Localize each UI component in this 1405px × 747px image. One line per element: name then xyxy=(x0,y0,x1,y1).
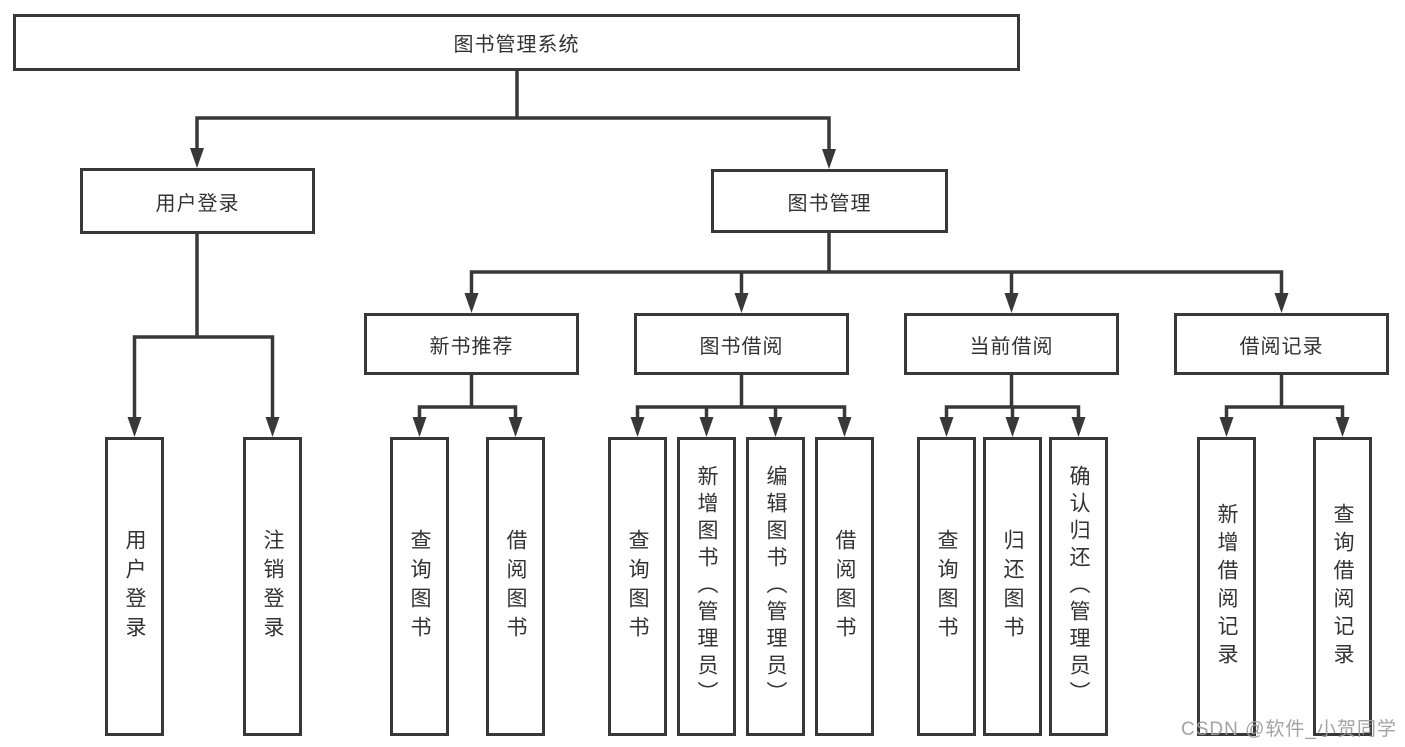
node-root-label: 图书管理系统 xyxy=(453,34,580,56)
node-leaf-user-login: 用户登录 xyxy=(105,437,164,736)
node-leaf-borrow-add-book: 新增图书（管理员） xyxy=(677,437,736,736)
node-book-borrow: 图书借阅 xyxy=(634,313,849,375)
node-leaf-borrow-book-label: 借阅图书 xyxy=(833,528,856,645)
node-current-borrow-label: 当前借阅 xyxy=(969,335,1054,358)
node-leaf-logout: 注销登录 xyxy=(243,437,302,736)
node-root: 图书管理系统 xyxy=(13,14,1020,71)
node-leaf-current-query-label: 查询图书 xyxy=(935,528,958,645)
node-leaf-newbook-borrow: 借阅图书 xyxy=(486,437,545,736)
node-leaf-newbook-query: 查询图书 xyxy=(390,437,449,736)
node-borrow-record-label: 借阅记录 xyxy=(1239,335,1324,358)
node-book-management-label: 图书管理 xyxy=(787,192,872,215)
node-new-book-recommend: 新书推荐 xyxy=(364,313,579,375)
node-leaf-return-book-label: 归还图书 xyxy=(1001,528,1024,645)
node-leaf-borrow-book: 借阅图书 xyxy=(815,437,874,736)
node-new-book-recommend-label: 新书推荐 xyxy=(429,335,514,358)
node-leaf-add-record-label: 新增借阅记录 xyxy=(1215,502,1238,671)
node-borrow-record: 借阅记录 xyxy=(1174,313,1389,375)
node-current-borrow: 当前借阅 xyxy=(904,313,1119,375)
node-leaf-user-login-label: 用户登录 xyxy=(123,528,146,645)
node-leaf-add-record: 新增借阅记录 xyxy=(1197,437,1256,736)
node-user-login: 用户登录 xyxy=(80,168,315,234)
node-leaf-newbook-borrow-label: 借阅图书 xyxy=(504,528,527,645)
node-book-management: 图书管理 xyxy=(711,169,948,233)
node-leaf-borrow-query: 查询图书 xyxy=(608,437,667,736)
node-leaf-borrow-add-book-label: 新增图书（管理员） xyxy=(695,465,718,708)
node-user-login-label: 用户登录 xyxy=(155,192,240,215)
node-leaf-logout-label: 注销登录 xyxy=(261,528,284,645)
node-leaf-borrow-edit-book: 编辑图书（管理员） xyxy=(746,437,805,736)
node-leaf-confirm-return: 确认归还（管理员） xyxy=(1049,437,1108,736)
csdn-watermark: CSDN @软件_小贺同学 xyxy=(1181,719,1397,740)
node-leaf-current-query: 查询图书 xyxy=(917,437,976,736)
node-leaf-borrow-edit-book-label: 编辑图书（管理员） xyxy=(764,465,787,708)
node-leaf-return-book: 归还图书 xyxy=(983,437,1042,736)
node-leaf-newbook-query-label: 查询图书 xyxy=(408,528,431,645)
node-leaf-confirm-return-label: 确认归还（管理员） xyxy=(1067,465,1090,708)
node-book-borrow-label: 图书借阅 xyxy=(699,335,784,358)
node-leaf-borrow-query-label: 查询图书 xyxy=(626,528,649,645)
node-leaf-query-record-label: 查询借阅记录 xyxy=(1331,502,1354,671)
node-leaf-query-record: 查询借阅记录 xyxy=(1313,437,1372,736)
